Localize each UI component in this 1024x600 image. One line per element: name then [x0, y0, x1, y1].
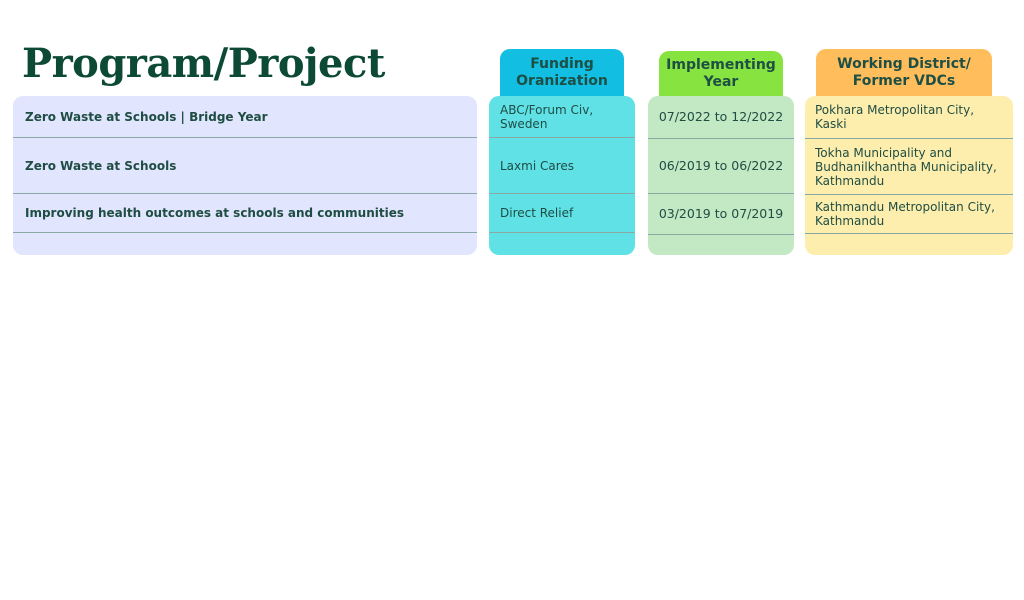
funding-organization-column: ABC/Forum Civ, Sweden Laxmi Cares Direct…	[489, 96, 635, 255]
row-divider	[13, 232, 477, 233]
working-district-header-label: Working District/ Former VDCs	[837, 55, 971, 89]
program-cell: Improving health outcomes at schools and…	[25, 206, 404, 220]
year-cell: 07/2022 to 12/2022	[658, 109, 784, 124]
implementing-year-header: Implementing Year	[659, 51, 783, 96]
year-cell: 03/2019 to 07/2019	[658, 206, 784, 221]
row-divider	[13, 137, 477, 138]
implementing-year-header-label: Implementing Year	[666, 56, 776, 90]
funding-cell: ABC/Forum Civ, Sweden	[500, 102, 594, 131]
row-divider	[805, 233, 1013, 234]
program-column: Zero Waste at Schools | Bridge Year Zero…	[13, 96, 477, 255]
district-cell: Pokhara Metropolitan City, Kaski	[815, 103, 975, 131]
row-divider	[648, 193, 794, 194]
row-divider	[13, 193, 477, 194]
year-cell: 06/2019 to 06/2022	[658, 158, 784, 173]
row-divider	[805, 138, 1013, 139]
funding-organization-header: Funding Oranization	[500, 49, 624, 96]
row-divider	[489, 232, 635, 233]
row-divider	[805, 194, 1013, 195]
page-title: Program/Project	[22, 40, 385, 87]
funding-cell: Direct Relief	[500, 206, 574, 220]
funding-cell: Laxmi Cares	[500, 158, 575, 173]
row-divider	[648, 234, 794, 235]
implementing-year-column: 07/2022 to 12/2022 06/2019 to 06/2022 03…	[648, 96, 794, 255]
row-divider	[648, 138, 794, 139]
working-district-header: Working District/ Former VDCs	[816, 49, 992, 96]
row-divider	[489, 137, 635, 138]
district-cell: Tokha Municipality and Budhanilkhantha M…	[815, 145, 997, 188]
row-divider	[489, 193, 635, 194]
funding-organization-header-label: Funding Oranization	[516, 55, 608, 89]
district-cell: Kathmandu Metropolitan City, Kathmandu	[815, 200, 995, 228]
program-cell: Zero Waste at Schools	[25, 158, 177, 173]
working-district-column: Pokhara Metropolitan City, Kaski Tokha M…	[805, 96, 1013, 255]
program-cell: Zero Waste at Schools | Bridge Year	[25, 109, 268, 124]
